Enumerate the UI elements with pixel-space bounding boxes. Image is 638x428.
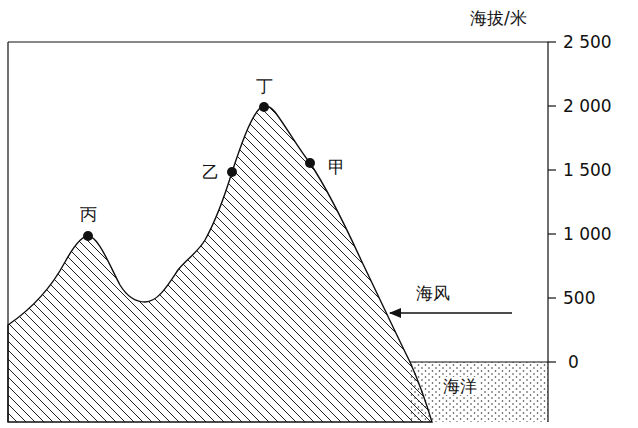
point-label: 甲 (328, 158, 345, 177)
tick-value: 1 500 (563, 161, 612, 180)
sea-label: 海洋 (441, 377, 479, 396)
terrain (8, 106, 432, 422)
point-label: 丁 (256, 77, 273, 96)
sea-level (410, 361, 548, 362)
tick-value: 2 500 (563, 33, 612, 52)
sea (410, 362, 548, 422)
wind-label: 海风 (416, 284, 450, 303)
point-label: 丙 (80, 205, 97, 224)
point-dots (83, 102, 315, 241)
tick-value: 500 (563, 289, 595, 308)
tick-value: 1 000 (563, 225, 612, 244)
axis-ticks (548, 42, 556, 362)
point-label: 乙 (202, 163, 219, 182)
axis-title: 海拔/米 (470, 9, 527, 28)
frame (8, 42, 548, 422)
tick-value: 2 000 (563, 97, 612, 116)
tick-value: 0 (568, 353, 579, 372)
wind-arrow (390, 312, 512, 313)
